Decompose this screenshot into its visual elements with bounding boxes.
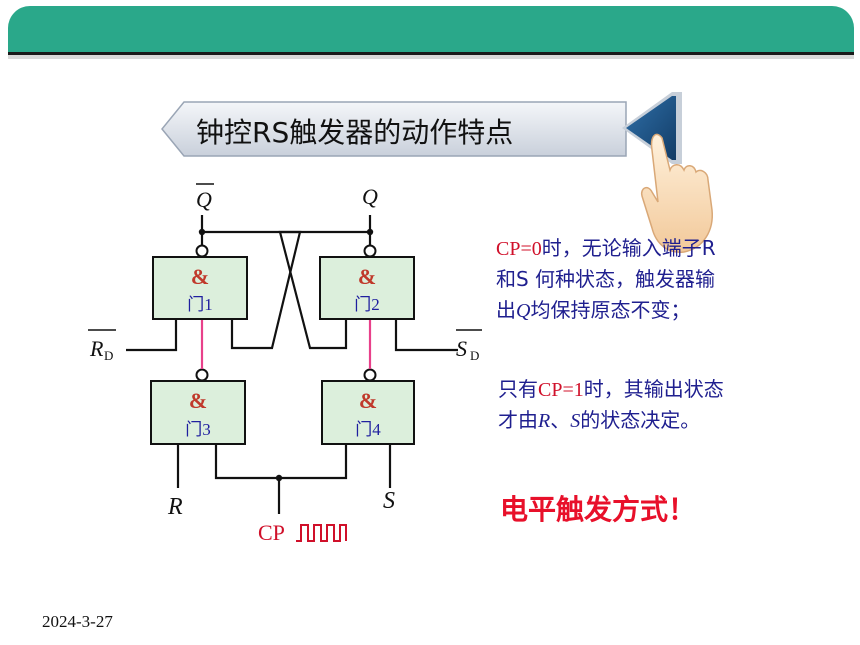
rd-label: R — [89, 336, 104, 361]
gate-2-name: 门2 — [354, 295, 380, 314]
gate-1-symbol: & — [191, 264, 209, 289]
gate-2-symbol: & — [358, 264, 376, 289]
rs-flipflop-circuit: & & & & 门1 门2 门3 门4 Q Q R S R S D D CP — [88, 183, 482, 545]
gate-1-name: 门1 — [187, 295, 213, 314]
rd-subscript: D — [104, 348, 113, 363]
clock-pulse-icon — [296, 524, 347, 542]
r-input-label: R — [167, 494, 183, 520]
note-line-2: 和S 何种状态，触发器输 — [496, 267, 716, 291]
s-input-label: S — [383, 488, 395, 514]
gate-3 — [150, 380, 246, 445]
note-line-3: 出Q均保持原态不变； — [496, 298, 691, 322]
header-shadow — [8, 55, 854, 59]
gate-1 — [152, 256, 248, 320]
sd-label: S — [456, 336, 467, 361]
q-label: Q — [362, 184, 378, 209]
q-bar-label: Q — [196, 187, 212, 212]
note-line-5: 才由R、S的状态决定。 — [498, 408, 701, 432]
gate-4 — [321, 380, 415, 445]
note-line-4: 只有CP=1时，其输出状态 — [498, 377, 724, 401]
gate-2 — [319, 256, 415, 320]
cp-label: CP — [258, 520, 285, 545]
gate-4-name: 门4 — [355, 420, 381, 439]
gate-3-symbol: & — [189, 388, 207, 413]
title-banner — [161, 101, 627, 157]
gate-3-name: 门3 — [185, 420, 211, 439]
slide-date: 2024-3-27 — [42, 612, 113, 631]
sd-subscript: D — [470, 348, 479, 363]
slogan: 电平触发方式！ — [500, 493, 697, 526]
note-line-1: CP=0时，无论输入端子R — [496, 236, 716, 260]
header-bar — [8, 6, 854, 52]
page-title: 钟控RS触发器的动作特点 — [196, 116, 514, 149]
hand-pointer-icon — [622, 92, 713, 253]
gate-4-symbol: & — [359, 388, 377, 413]
header-divider — [8, 52, 854, 55]
